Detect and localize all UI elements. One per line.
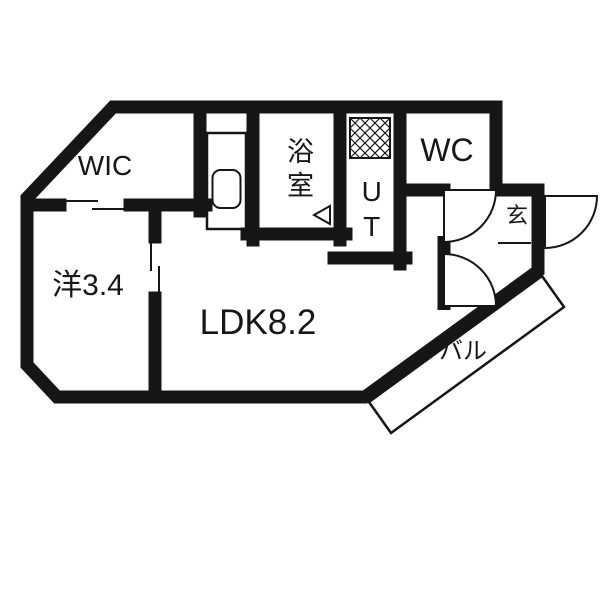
room-label-ldk: LDK8.2 bbox=[199, 303, 317, 342]
room-label-utility: UT bbox=[356, 176, 388, 246]
outer-walls bbox=[20, 100, 545, 404]
room-label-wc: WC bbox=[420, 132, 474, 168]
room-label-bath: 浴室 bbox=[283, 137, 314, 205]
thin-details bbox=[62, 117, 599, 435]
kitchen-sink bbox=[211, 169, 242, 209]
entrance-door-swing-icon bbox=[544, 195, 599, 250]
room-label-balcony: バル bbox=[439, 338, 487, 365]
kitchen-counter bbox=[205, 131, 248, 231]
room-label-entrance: 玄 bbox=[506, 203, 529, 228]
room-label-western-room: 洋3.4 bbox=[52, 269, 124, 302]
wc-door-swing-icon bbox=[443, 189, 498, 244]
washer-hatch bbox=[349, 117, 391, 159]
door-swings bbox=[443, 189, 599, 307]
sliding-door-lines-bedroom bbox=[150, 239, 160, 297]
balcony-outline bbox=[367, 274, 566, 435]
room-label-wic: WIC bbox=[77, 150, 133, 181]
walls bbox=[20, 100, 545, 404]
hall-door-swing-icon bbox=[443, 252, 498, 307]
interior-walls bbox=[20, 100, 451, 404]
sliding-door-lines-wic bbox=[62, 200, 128, 210]
bath-door-mark-icon bbox=[311, 204, 331, 226]
